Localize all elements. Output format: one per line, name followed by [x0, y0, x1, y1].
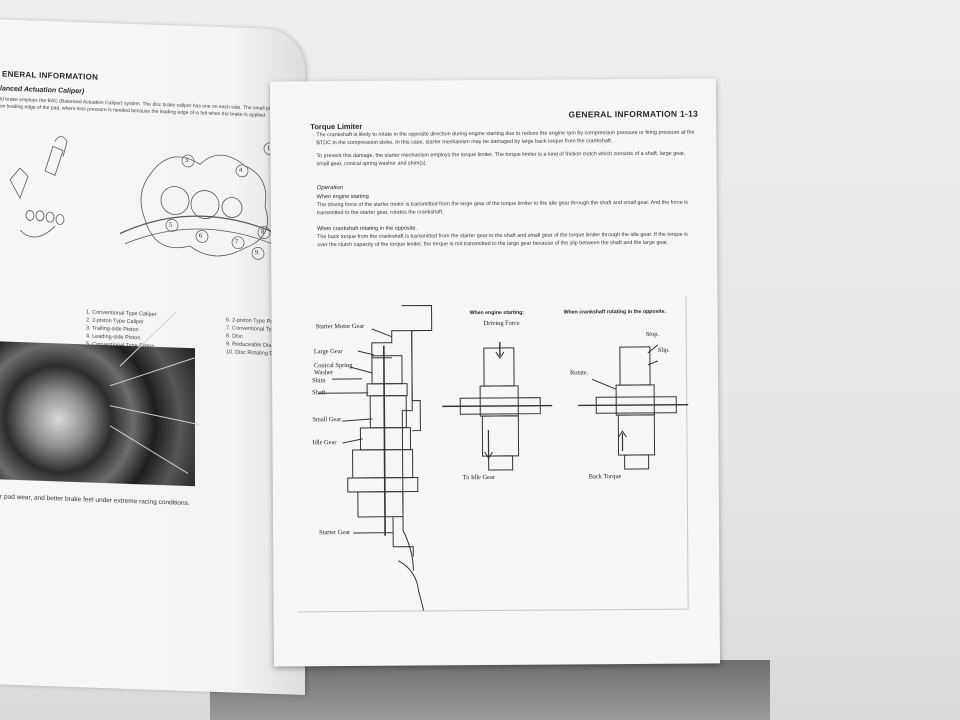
brake-photo: [0, 311, 199, 487]
legend-right: 6. 2-piston Type Pa 7. Conventional Ty 8…: [226, 317, 275, 359]
heading-when-starting: When engine starting:: [469, 309, 525, 317]
left-page: ENERAL INFORMATION lanced Actuation Cali…: [0, 18, 305, 696]
label-large-gear: Large Gear: [313, 348, 343, 356]
label-shaft: Shaft: [312, 389, 326, 397]
torque-limiter-diagram: [318, 304, 689, 611]
callout-6: 6: [199, 232, 203, 240]
label-stop: Stop.: [645, 330, 660, 338]
callout-7: 7: [235, 238, 239, 246]
label-starter-gear: Starter Gear: [319, 529, 351, 537]
label-to-idle-gear: To Idle Gear: [462, 474, 495, 482]
callout-5: 5: [169, 221, 173, 229]
callout-9: 9: [255, 249, 259, 257]
heading-when-opposite: When crankshaft rotating in the opposite…: [563, 308, 666, 316]
right-page: GENERAL INFORMATION 1-13 Torque Limiter …: [269, 78, 721, 667]
legend-item: 10. Disc Rotating Di: [226, 349, 275, 357]
spoke-line: [109, 405, 199, 425]
callout-8: 8: [261, 228, 265, 236]
spoke-line: [109, 425, 189, 474]
label-rotate: Rotate.: [569, 369, 589, 377]
label-shim: Shim: [312, 377, 326, 385]
label-small-gear: Small Gear: [312, 416, 342, 424]
callout-3: 3: [185, 156, 189, 164]
label-slip: Slip.: [657, 346, 670, 354]
label-idle-gear: Idle Gear: [312, 439, 337, 447]
label-conical-spring-washer: Conical Spring Washer: [313, 361, 353, 377]
callout-4: 4: [239, 166, 243, 174]
label-starter-motor-gear: Starter Motor Gear: [315, 322, 365, 331]
label-back-torque: Back Torque: [588, 473, 622, 481]
label-driving-force: Driving Force: [483, 319, 520, 328]
